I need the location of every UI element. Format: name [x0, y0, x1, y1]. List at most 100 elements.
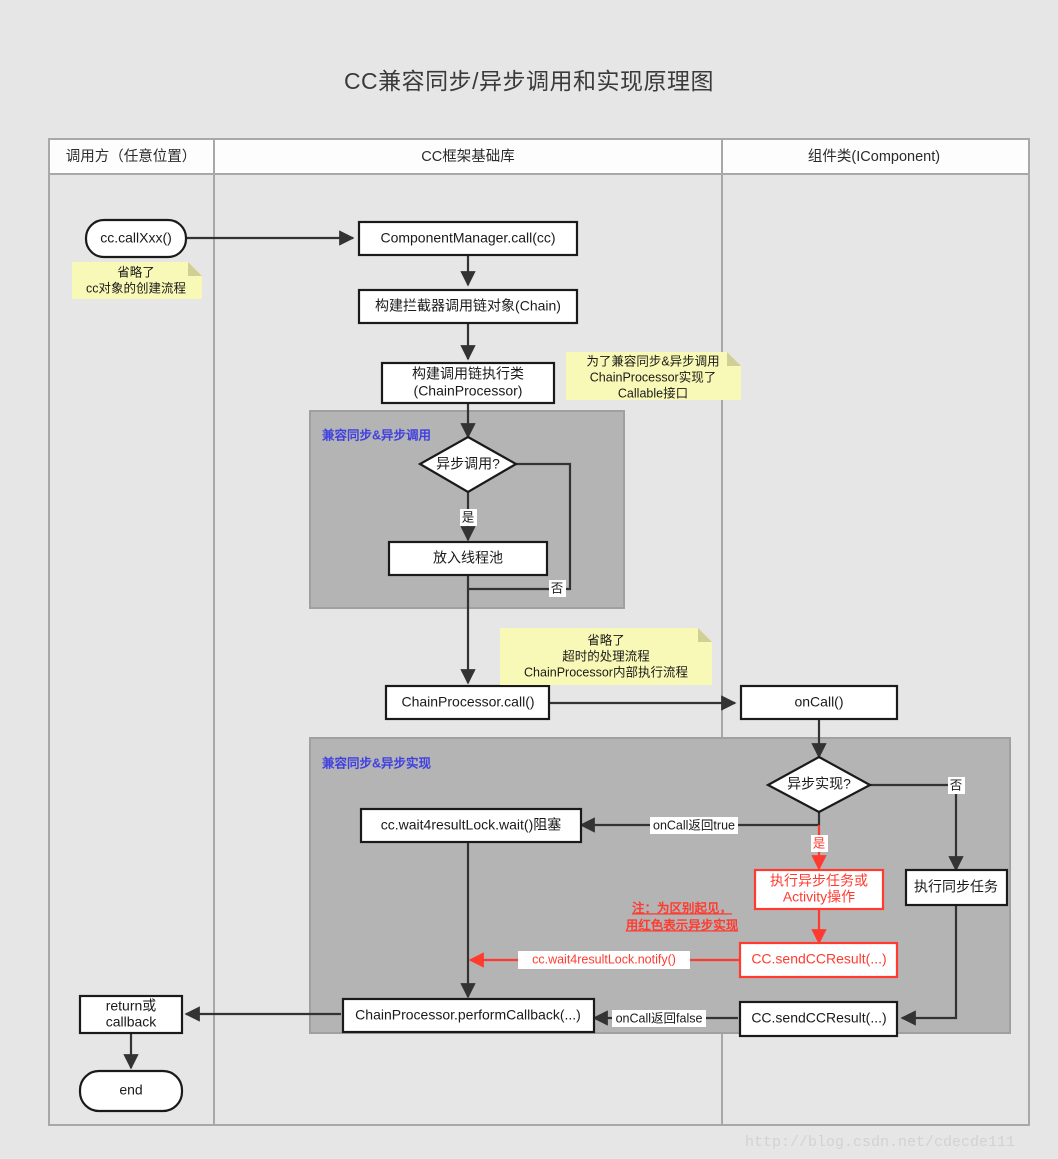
node-build-chain-processor-label-2: (ChainProcessor) — [414, 383, 523, 399]
node-send-result-async[interactable]: CC.sendCCResult(...) — [738, 941, 899, 979]
note-callable-line-1: 为了兼容同步&异步调用 — [586, 353, 719, 368]
node-build-chain-processor-label-1: 构建调用链执行类 — [412, 366, 524, 382]
edge-label-no-async-impl: 否 — [950, 778, 963, 792]
node-wait-block-shape — [359, 807, 583, 844]
node-async-task[interactable]: 执行异步任务或 Activity操作 — [753, 868, 885, 911]
node-build-chain-processor-shape — [380, 361, 556, 405]
edge-label-no-async-call: 否 — [551, 581, 564, 595]
node-decision-async-call[interactable]: 异步调用? — [417, 435, 519, 494]
node-build-chain[interactable]: 构建拦截器调用链对象(Chain) — [357, 288, 579, 325]
node-return-callback-label-1: return或 — [106, 998, 157, 1014]
node-chain-processor-call[interactable]: ChainProcessor.call() — [384, 684, 551, 721]
watermark: http://blog.csdn.net/cdecde111 — [745, 1134, 1015, 1151]
note-callable-shape — [566, 352, 741, 400]
node-return-callback-label-2: callback — [106, 1014, 158, 1030]
node-return-callback[interactable]: return或 callback — [78, 994, 184, 1035]
edge-label-oncall-false: onCall返回false — [616, 1011, 703, 1025]
node-on-call[interactable]: onCall() — [739, 684, 899, 721]
edge-synctask-to-sendresult-sync — [900, 905, 958, 1026]
node-component-manager-call-shape — [357, 220, 579, 257]
node-end-shape — [78, 1069, 184, 1113]
node-thread-pool[interactable]: 放入线程池 — [387, 540, 549, 577]
note-timeout-fold — [698, 628, 712, 642]
note-create-flow-fold — [188, 262, 202, 276]
node-perform-callback-shape — [341, 997, 596, 1034]
node-return-callback-shape — [78, 994, 184, 1035]
edge-label-oncall-true: onCall返回true — [653, 818, 735, 832]
node-on-call-shape — [739, 684, 899, 721]
edge-label-notify: cc.wait4resultLock.notify() — [532, 952, 676, 966]
note-callable-line-2: ChainProcessor实现了 — [590, 369, 716, 384]
lane-label-caller: 调用方（任意位置） — [66, 147, 197, 165]
node-send-result-sync-label: CC.sendCCResult(...) — [751, 1010, 886, 1026]
node-build-chain-shape — [357, 288, 579, 325]
note-timeout: 省略了 超时的处理流程 ChainProcessor内部执行流程 — [500, 628, 712, 685]
node-chain-processor-call-shape — [384, 684, 551, 721]
node-build-chain-processor[interactable]: 构建调用链执行类 (ChainProcessor) — [380, 361, 556, 405]
node-chain-processor-call-label: ChainProcessor.call() — [401, 694, 534, 710]
note-timeout-shape — [500, 628, 712, 685]
note-timeout-line-3: ChainProcessor内部执行流程 — [524, 664, 688, 679]
node-decision-async-impl-label: 异步实现? — [787, 776, 851, 792]
node-start[interactable]: cc.callXxx() — [84, 218, 188, 259]
node-decision-async-call-shape — [417, 435, 519, 494]
note-create-flow-shape — [72, 262, 202, 299]
note-callable-fold — [727, 352, 741, 366]
node-on-call-label: onCall() — [794, 694, 843, 710]
node-sync-task[interactable]: 执行同步任务 — [904, 868, 1009, 907]
lane-header-caller — [48, 138, 215, 175]
edge-label-yes-async-impl: 是 — [813, 836, 826, 850]
note-callable: 为了兼容同步&异步调用 ChainProcessor实现了 Callable接口 — [566, 352, 741, 400]
lane-header-framework — [213, 138, 723, 175]
edge-label-no-async-call-bg — [549, 580, 566, 597]
node-decision-async-impl-shape — [765, 755, 873, 814]
edge-label-oncall-false-bg — [612, 1010, 706, 1027]
node-sync-task-label: 执行同步任务 — [914, 879, 998, 895]
node-end[interactable]: end — [78, 1069, 184, 1113]
lane-label-component: 组件类(IComponent) — [808, 148, 940, 165]
note-create-flow: 省略了 cc对象的创建流程 — [72, 262, 202, 299]
edges — [123, 230, 964, 1070]
edge-label-oncall-true-bg — [650, 817, 738, 834]
node-end-label: end — [119, 1082, 142, 1098]
note-create-flow-line-1: 省略了 — [117, 264, 155, 279]
node-thread-pool-shape — [387, 540, 549, 577]
node-start-shape — [84, 218, 188, 259]
edge-label-notify-bg — [518, 951, 690, 969]
node-perform-callback-label: ChainProcessor.performCallback(...) — [355, 1007, 581, 1023]
note-timeout-line-1: 省略了 — [587, 632, 625, 647]
page-title: CC兼容同步/异步调用和实现原理图 — [343, 68, 715, 94]
edge-label-yes-async-impl-bg — [811, 835, 828, 852]
node-component-manager-call-label: ComponentManager.call(cc) — [380, 230, 555, 246]
node-send-result-sync-shape — [738, 1000, 899, 1038]
note-red-legend: 注：为区别起见， 用红色表示异步实现 — [625, 900, 739, 932]
node-perform-callback[interactable]: ChainProcessor.performCallback(...) — [341, 997, 596, 1034]
node-start-label: cc.callXxx() — [100, 230, 172, 246]
node-decision-async-call-label: 异步调用? — [436, 456, 500, 472]
lane-header-component — [721, 138, 1030, 175]
node-send-result-async-shape — [738, 941, 899, 979]
node-thread-pool-label: 放入线程池 — [433, 550, 503, 566]
edge-labels: 是 否 onCall返回true 是 否 cc.wait4resultLock.… — [460, 509, 965, 1027]
node-wait-block[interactable]: cc.wait4resultLock.wait()阻塞 — [359, 807, 583, 844]
node-send-result-sync[interactable]: CC.sendCCResult(...) — [738, 1000, 899, 1038]
note-timeout-line-2: 超时的处理流程 — [562, 648, 650, 663]
edge-label-yes-async-call: 是 — [462, 510, 475, 524]
group-async-impl: 兼容同步&异步实现 — [309, 737, 1011, 1034]
node-async-task-shape — [753, 868, 885, 911]
edge-decision-no-path — [468, 462, 572, 591]
node-decision-async-impl[interactable]: 异步实现? — [765, 755, 873, 814]
group-async-impl-box — [309, 737, 1011, 1034]
node-component-manager-call[interactable]: ComponentManager.call(cc) — [357, 220, 579, 257]
node-sync-task-shape — [904, 868, 1009, 907]
group-async-call-label: 兼容同步&异步调用 — [322, 427, 431, 442]
note-red-legend-line-1: 注：为区别起见， — [632, 900, 732, 915]
node-send-result-async-label: CC.sendCCResult(...) — [751, 951, 886, 967]
note-red-legend-line-2: 用红色表示异步实现 — [625, 917, 739, 932]
node-wait-block-label: cc.wait4resultLock.wait()阻塞 — [381, 817, 562, 833]
note-callable-line-3: Callable接口 — [618, 385, 688, 400]
lane-label-framework: CC框架基础库 — [421, 148, 514, 165]
node-build-chain-label: 构建拦截器调用链对象(Chain) — [375, 298, 561, 314]
node-async-task-label-2: Activity操作 — [783, 889, 855, 905]
